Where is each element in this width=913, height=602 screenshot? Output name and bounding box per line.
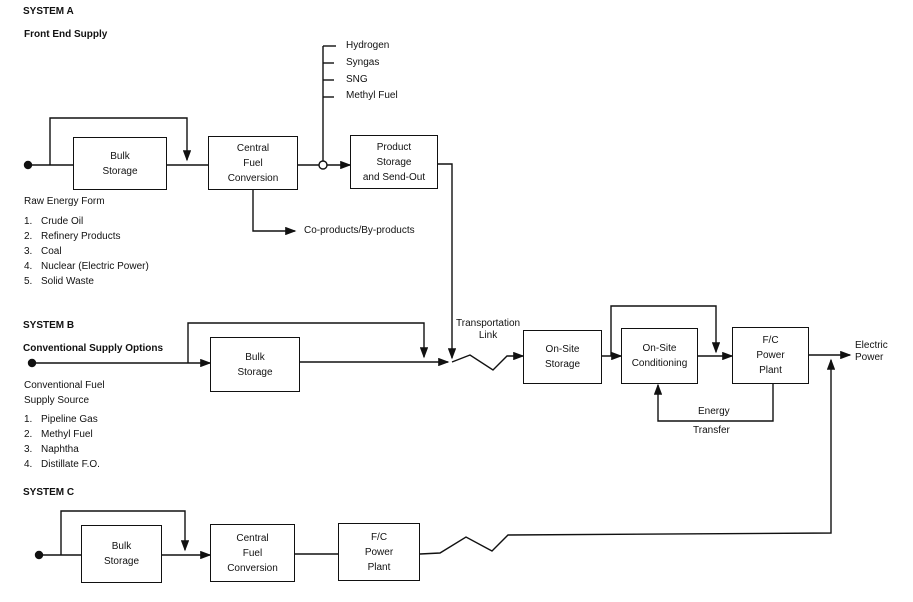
energy-label: Energy (698, 406, 730, 417)
system-a-bypass-loop (49, 117, 192, 165)
product-syngas: Syngas (346, 57, 380, 68)
onsite-storage: On-Site Storage (523, 330, 602, 384)
product-hydrogen: Hydrogen (346, 40, 390, 51)
system-c-bulk-storage: Bulk Storage (81, 525, 162, 583)
conditioning-bypass-loop (610, 305, 721, 356)
system-a-subtitle: Front End Supply (24, 29, 108, 40)
onsite-conditioning: On-Site Conditioning (621, 328, 698, 384)
list-item: 1.Crude Oil (24, 216, 84, 227)
conventional-fuel-heading: Conventional Fuel Supply Source (24, 380, 105, 406)
list-item: 4.Nuclear (Electric Power) (24, 261, 149, 272)
list-item: 5.Solid Waste (24, 276, 94, 287)
list-item: 3.Coal (24, 246, 62, 257)
system-b-bypass-loop (187, 322, 429, 363)
transfer-label: Transfer (693, 425, 730, 436)
list-item: 2.Methyl Fuel (24, 429, 93, 440)
raw-energy-heading: Raw Energy Form (24, 196, 105, 207)
system-c-central-fuel-conversion: Central Fuel Conversion (210, 524, 295, 582)
system-a-central-fuel-conversion: Central Fuel Conversion (208, 136, 298, 190)
transportation-link-zigzag (451, 351, 525, 371)
coproducts-label: Co-products/By-products (304, 225, 415, 236)
system-b-fc-power-plant: F/C Power Plant (732, 327, 809, 384)
raw-energy-list: 1.Crude Oil 2.Refinery Products 3.Coal 4… (24, 214, 149, 289)
coproducts-line (252, 190, 297, 236)
system-b-subtitle: Conventional Supply Options (23, 343, 163, 354)
system-c-bypass-loop (60, 510, 190, 555)
system-c-fc-power-plant: F/C Power Plant (338, 523, 420, 581)
system-b-bulk-storage: Bulk Storage (210, 337, 300, 392)
transportation-link-label: Transportation Link (456, 318, 521, 341)
list-item: 1.Pipeline Gas (24, 414, 98, 425)
system-a-transport-line (438, 163, 457, 360)
energy-transfer-loop (653, 383, 774, 422)
system-a-bulk-storage: Bulk Storage (73, 137, 167, 190)
product-storage-send-out: Product Storage and Send-Out (350, 135, 438, 189)
list-item: 3.Naphtha (24, 444, 79, 455)
conventional-fuel-list: 1.Pipeline Gas 2.Methyl Fuel 3.Naphtha 4… (24, 412, 100, 472)
list-item: 4.Distillate F.O. (24, 459, 100, 470)
product-sng: SNG (346, 74, 368, 85)
system-a-title: SYSTEM A (23, 6, 74, 17)
list-item: 2.Refinery Products (24, 231, 121, 242)
product-methyl-fuel: Methyl Fuel (346, 90, 398, 101)
system-c-transport-zigzag (419, 358, 836, 555)
system-a-branch-node (318, 160, 328, 170)
system-c-title: SYSTEM C (23, 487, 75, 498)
system-b-title: SYSTEM B (23, 320, 75, 331)
electric-power-label: Electric Power (855, 340, 888, 363)
